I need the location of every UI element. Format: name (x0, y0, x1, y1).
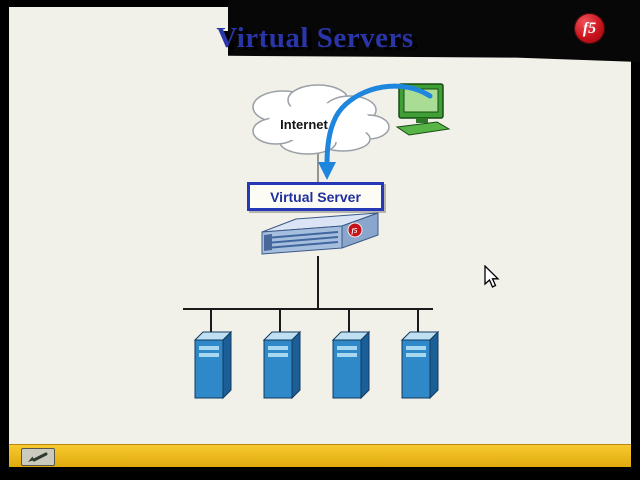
f5-logo-text: f5 (582, 19, 597, 37)
traffic-flow-arrow-icon (318, 83, 433, 180)
pen-tool-button[interactable] (21, 448, 55, 466)
f5-logo: f5 (574, 13, 605, 44)
server-tower-icon (193, 330, 233, 400)
server-tower-icon (262, 330, 302, 400)
internet-label: Internet (280, 117, 328, 132)
virtual-server-label: Virtual Server (270, 188, 361, 205)
virtual-server-box: Virtual Server (247, 182, 384, 211)
mouse-cursor-icon (484, 265, 500, 288)
server-tower-icon (400, 330, 440, 400)
internet-cloud-icon (252, 84, 390, 155)
title-band (228, 0, 640, 62)
load-balancer-appliance-icon: f5 (261, 212, 379, 255)
pen-icon (28, 452, 48, 462)
server-tower-icon (331, 330, 371, 400)
slide-title: Virtual Servers (216, 22, 414, 54)
annotation-toolbar (9, 444, 631, 467)
appliance-f5-badge: f5 (352, 227, 358, 235)
network-bus-lines (183, 256, 433, 338)
